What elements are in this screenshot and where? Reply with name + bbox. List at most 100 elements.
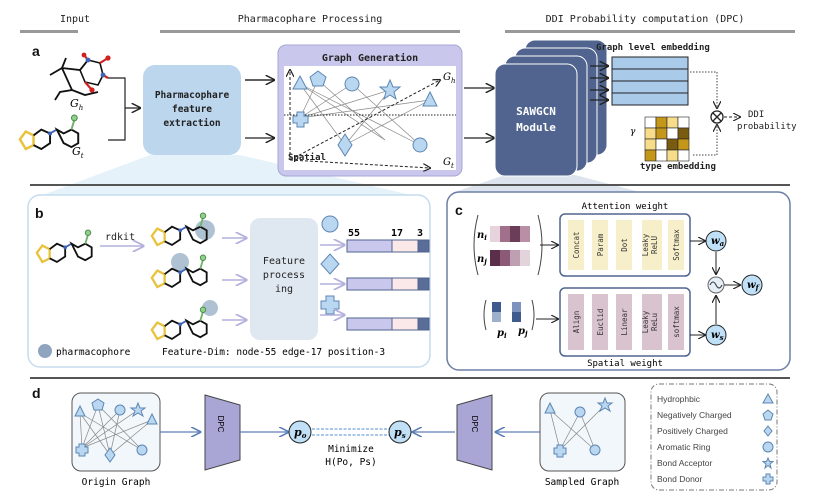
step-leaky-relu bbox=[642, 294, 662, 350]
step-label: Align bbox=[572, 311, 581, 334]
type-embedding-cell bbox=[655, 138, 668, 151]
edge-feature-segment bbox=[391, 239, 419, 253]
step-label: LeakyReLU bbox=[641, 233, 659, 256]
header-input-underline bbox=[20, 30, 78, 33]
panel-label-d: d bbox=[32, 385, 41, 401]
type-embedding-cell bbox=[677, 127, 690, 140]
gt-label: Gt bbox=[72, 145, 84, 160]
feature-dim-label: Feature-Dim: node-55 edge-17 position-3 bbox=[162, 347, 385, 358]
pharmacophore-legend-label: pharmacophore bbox=[56, 347, 131, 358]
gamma-label: γ bbox=[630, 127, 636, 137]
svg-text:ws: ws bbox=[711, 330, 724, 342]
axis-gh bbox=[289, 80, 440, 161]
dim-node: 55 bbox=[348, 228, 360, 239]
divider-2 bbox=[30, 377, 790, 379]
n-j-cell bbox=[510, 250, 520, 266]
legend-label: Bond Donor bbox=[657, 474, 703, 484]
origin-graph-label: Origin Graph bbox=[82, 477, 151, 488]
panel-label-b: b bbox=[35, 205, 44, 221]
svg-text:ni: ni bbox=[477, 230, 487, 242]
triangle-icon bbox=[762, 392, 774, 404]
n-i-cell bbox=[500, 226, 510, 242]
type-embedding-cell bbox=[644, 138, 657, 151]
fusion-icon bbox=[707, 276, 725, 294]
step-linear bbox=[616, 294, 632, 350]
svg-text:DPC: DPC bbox=[470, 416, 479, 433]
legend-label: Bond Acceptor bbox=[657, 458, 712, 468]
type-embedding-cell bbox=[644, 149, 657, 162]
n-i-cell bbox=[510, 226, 520, 242]
step-leaky-relu bbox=[642, 220, 662, 270]
step-label: Linear bbox=[620, 308, 629, 336]
legend-label: Negatively Charged bbox=[657, 410, 732, 420]
svg-text:ps: ps bbox=[394, 426, 406, 440]
molecule-gt bbox=[18, 113, 80, 151]
spatial-weight-title: Spatial weight bbox=[587, 359, 663, 369]
diamond-icon bbox=[763, 425, 773, 437]
minimize-link bbox=[312, 428, 389, 436]
step-label: Euclid bbox=[596, 308, 605, 335]
cross-icon bbox=[292, 111, 309, 128]
legend-label: Hydrophbic bbox=[657, 394, 701, 404]
graph-generation-title: Graph Generation bbox=[322, 52, 418, 64]
circle-icon bbox=[412, 137, 428, 153]
step-label: LeakyReLu bbox=[641, 310, 659, 333]
pharmacophore-legend-icon bbox=[38, 344, 52, 358]
w-s-node: ws bbox=[705, 324, 727, 346]
funnel-c bbox=[455, 175, 640, 192]
origin-graph bbox=[71, 392, 161, 472]
diamond-icon bbox=[337, 133, 353, 157]
step-dot bbox=[616, 220, 632, 270]
node-feature-matrix: ni nj bbox=[473, 214, 543, 276]
type-embedding-cell bbox=[655, 116, 668, 129]
divider-1 bbox=[30, 184, 790, 186]
position-feature-segment bbox=[417, 277, 430, 291]
circle-icon bbox=[762, 441, 774, 453]
type-embedding-cell bbox=[666, 149, 679, 162]
legend-box bbox=[650, 383, 778, 491]
graph-nodes bbox=[292, 70, 438, 157]
type-embedding-label: type embedding bbox=[640, 161, 716, 172]
pharmacophore-extraction-box bbox=[143, 65, 241, 155]
star-icon bbox=[761, 456, 775, 470]
type-embedding-cell bbox=[655, 127, 668, 140]
node-feature-segment bbox=[346, 239, 393, 253]
step-softmax bbox=[668, 220, 684, 270]
type-to-product bbox=[693, 125, 717, 156]
position-feature-segment bbox=[417, 239, 430, 253]
graph-gh-label: Gh bbox=[443, 72, 456, 85]
axis-gt bbox=[289, 159, 430, 168]
molecules-to-processing-arrows bbox=[222, 238, 246, 320]
p-s-node: ps bbox=[388, 420, 412, 444]
pentagon-icon bbox=[309, 70, 327, 87]
node-feature-segment bbox=[346, 277, 393, 291]
triangle-icon bbox=[292, 74, 308, 90]
n-j-cell bbox=[520, 250, 530, 266]
step-label: Param bbox=[596, 233, 605, 256]
graph-embedding-matrix bbox=[611, 56, 689, 106]
type-embedding-cell bbox=[666, 127, 679, 140]
star-icon bbox=[378, 78, 402, 101]
n-i-cell bbox=[520, 226, 530, 242]
step-euclid bbox=[592, 294, 608, 350]
header-processing-underline-2 bbox=[160, 30, 460, 33]
pentagon-icon bbox=[762, 409, 774, 421]
svg-text:wa: wa bbox=[711, 236, 725, 248]
header-dpc-underline bbox=[505, 30, 795, 33]
header-input: Input bbox=[60, 14, 90, 25]
p-o-node: po bbox=[288, 420, 312, 444]
step-param bbox=[592, 220, 608, 270]
type-embedding-cell bbox=[666, 138, 679, 151]
svg-text:po: po bbox=[294, 426, 307, 440]
graph-embedding-arrows bbox=[590, 66, 608, 100]
cross-icon bbox=[762, 473, 774, 485]
w-a-node: wa bbox=[705, 230, 727, 252]
n-i-cell bbox=[490, 226, 500, 242]
type-embedding-cell bbox=[644, 116, 657, 129]
molecule-gh bbox=[49, 52, 111, 101]
